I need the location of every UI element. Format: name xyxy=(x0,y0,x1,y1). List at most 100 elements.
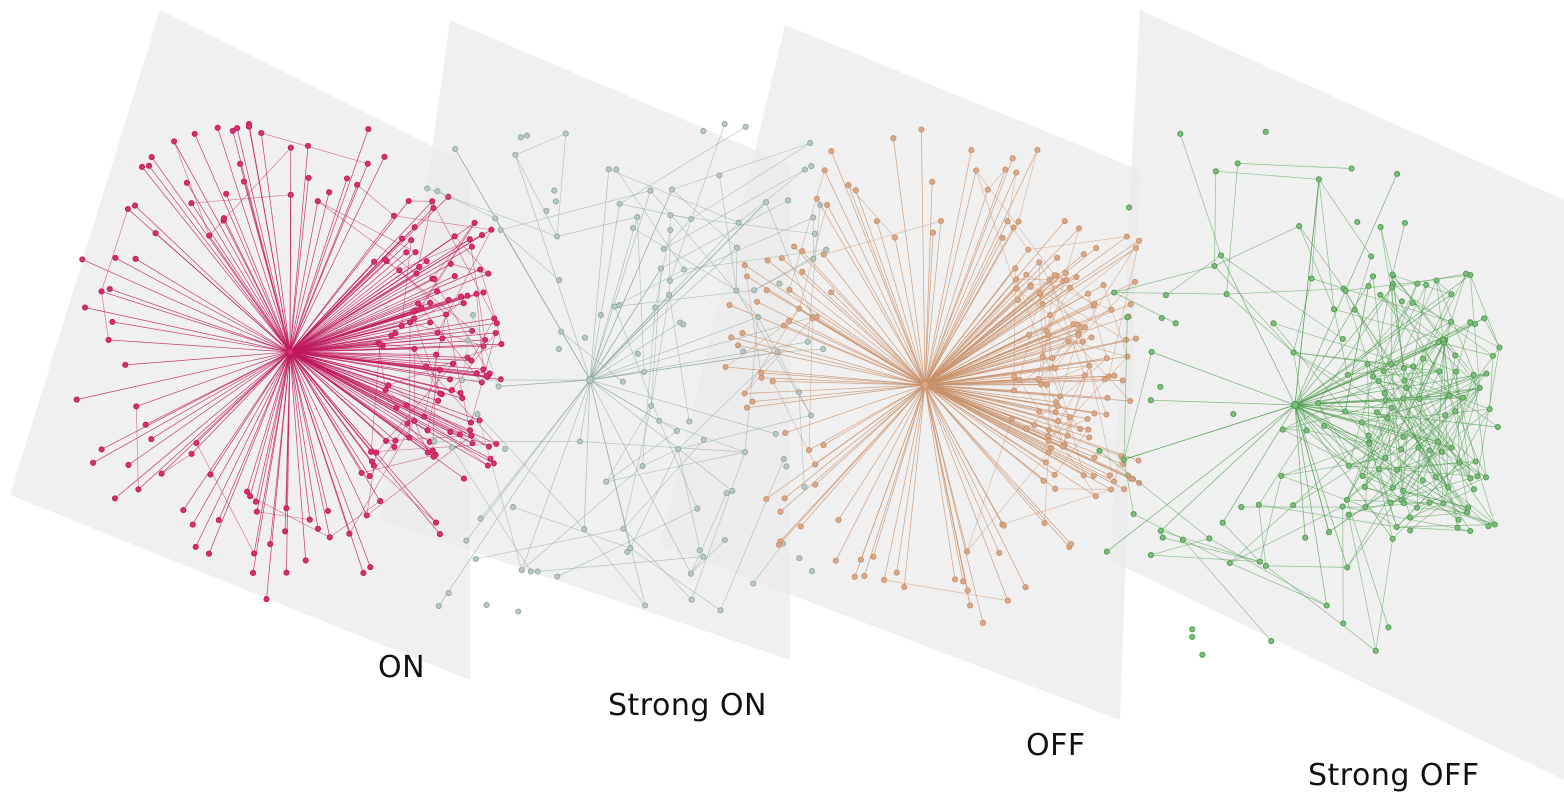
node xyxy=(235,126,240,131)
node xyxy=(450,361,455,366)
node xyxy=(821,443,826,448)
node xyxy=(1486,524,1491,529)
node xyxy=(1381,368,1386,373)
node xyxy=(1340,336,1345,341)
node xyxy=(159,471,164,476)
node xyxy=(1401,396,1406,401)
node xyxy=(1390,485,1395,490)
node xyxy=(1017,377,1022,382)
node xyxy=(1112,373,1117,378)
node xyxy=(404,250,409,255)
node xyxy=(1343,288,1348,293)
node xyxy=(472,220,477,225)
node xyxy=(1408,528,1413,533)
node xyxy=(428,300,433,305)
node xyxy=(1163,293,1168,298)
node xyxy=(846,183,851,188)
node xyxy=(1014,277,1019,282)
node xyxy=(1269,639,1274,644)
node xyxy=(682,267,687,272)
node xyxy=(730,488,735,493)
node xyxy=(1104,412,1109,417)
node xyxy=(808,141,813,146)
node xyxy=(1344,497,1349,502)
node xyxy=(146,163,151,168)
node xyxy=(1040,301,1045,306)
node xyxy=(1349,166,1354,171)
node xyxy=(1074,274,1079,279)
node xyxy=(453,146,458,151)
node xyxy=(1104,356,1109,361)
node xyxy=(1385,416,1390,421)
node xyxy=(502,446,507,451)
node xyxy=(1383,397,1388,402)
node xyxy=(207,233,212,238)
node xyxy=(524,133,529,138)
node xyxy=(1149,349,1154,354)
node xyxy=(284,570,289,575)
node xyxy=(1437,369,1442,374)
node xyxy=(557,278,562,283)
node xyxy=(777,281,782,286)
node xyxy=(1012,374,1017,379)
node xyxy=(825,202,830,207)
node xyxy=(734,245,739,250)
node xyxy=(400,236,405,241)
node xyxy=(1492,522,1497,527)
node xyxy=(792,244,797,249)
node xyxy=(1386,625,1391,630)
node xyxy=(1173,321,1178,326)
node xyxy=(113,255,118,260)
node xyxy=(461,476,466,481)
node xyxy=(1041,478,1046,483)
node xyxy=(852,574,857,579)
node xyxy=(479,380,484,385)
node xyxy=(449,388,454,393)
node xyxy=(469,244,474,249)
node xyxy=(535,569,540,574)
node xyxy=(620,379,625,384)
node xyxy=(1180,537,1185,542)
node xyxy=(132,203,137,208)
node xyxy=(306,175,311,180)
node xyxy=(437,532,442,537)
node xyxy=(246,124,251,129)
node xyxy=(681,322,686,327)
node xyxy=(1475,474,1480,479)
node xyxy=(1053,366,1058,371)
node xyxy=(1455,525,1460,530)
node xyxy=(518,135,523,140)
node xyxy=(1105,395,1110,400)
node xyxy=(248,494,253,499)
node xyxy=(617,303,622,308)
node xyxy=(668,213,673,218)
node xyxy=(1132,279,1137,284)
node xyxy=(1257,559,1262,564)
node xyxy=(701,554,706,559)
node xyxy=(1026,247,1031,252)
node xyxy=(1378,225,1383,230)
node xyxy=(215,125,220,130)
node xyxy=(74,397,79,402)
node xyxy=(669,187,674,192)
node xyxy=(1131,511,1136,516)
node xyxy=(1047,277,1052,282)
node xyxy=(871,554,876,559)
node xyxy=(440,336,445,341)
node xyxy=(1331,307,1336,312)
node xyxy=(484,602,489,607)
node xyxy=(974,168,979,173)
node xyxy=(452,274,457,279)
node xyxy=(1060,444,1065,449)
node xyxy=(1190,634,1195,639)
node xyxy=(224,191,229,196)
node xyxy=(125,206,130,211)
node xyxy=(431,454,436,459)
node xyxy=(82,305,87,310)
node xyxy=(1086,427,1091,432)
node xyxy=(1341,621,1346,626)
node xyxy=(1402,220,1407,225)
node xyxy=(498,377,503,382)
node xyxy=(1389,405,1394,410)
node xyxy=(1427,448,1432,453)
